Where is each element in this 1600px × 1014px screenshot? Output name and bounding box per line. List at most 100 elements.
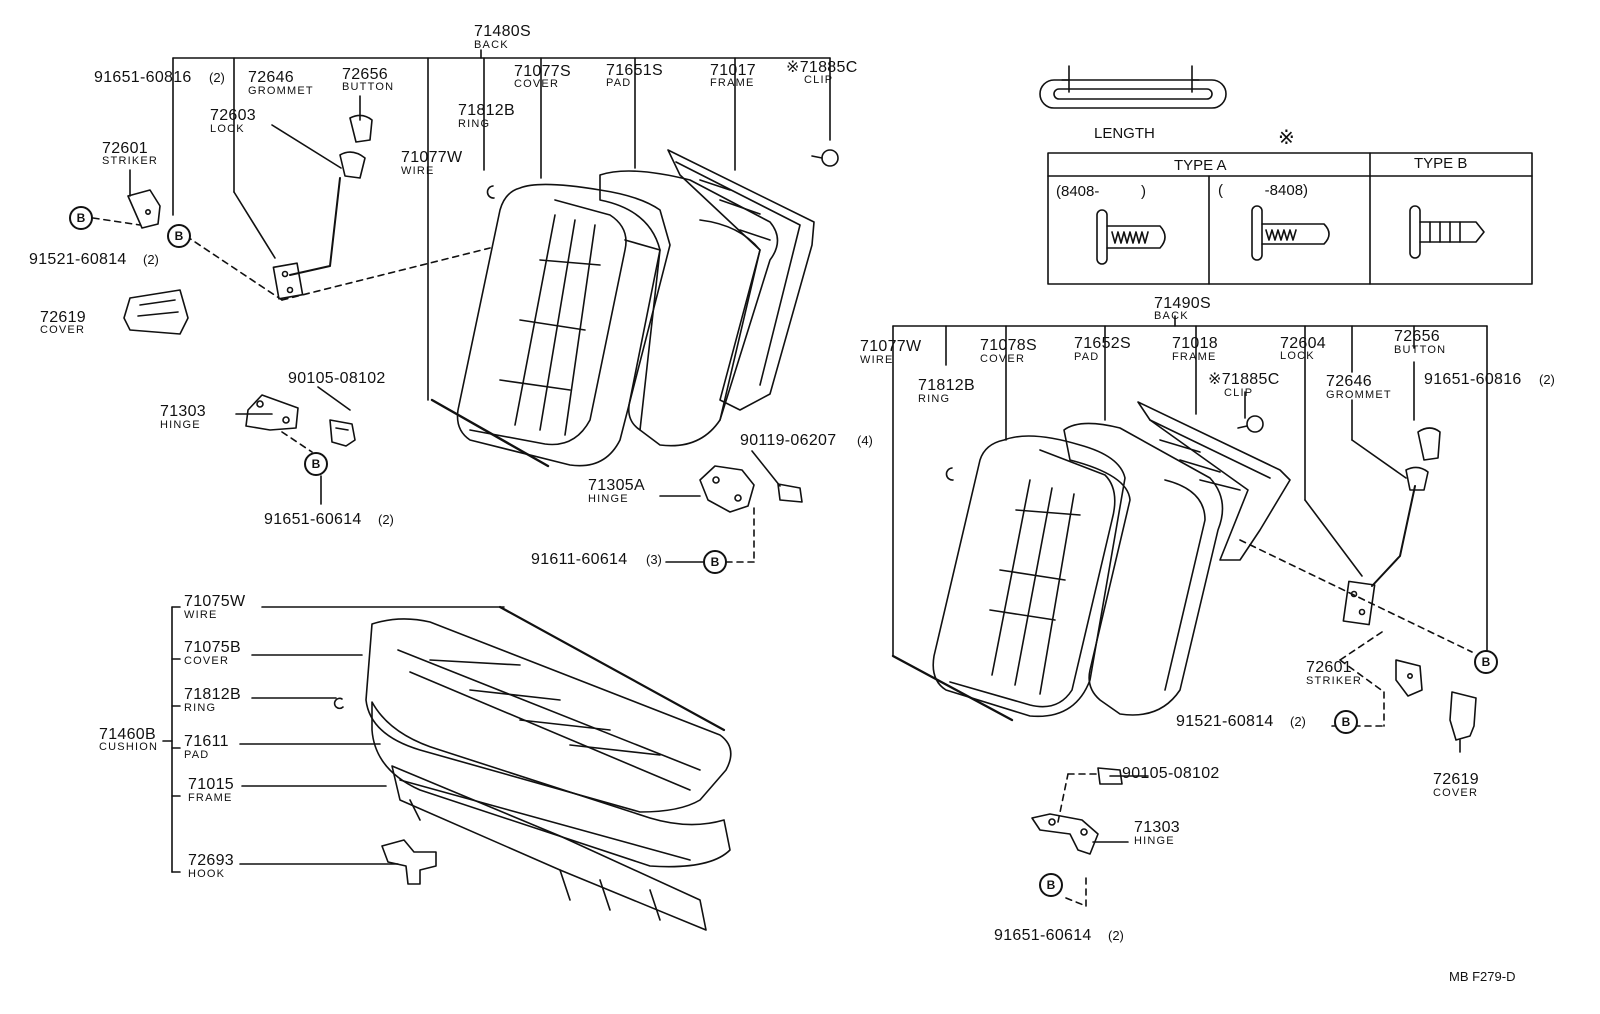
part-name: RING	[458, 118, 491, 130]
cover-72619-left	[123, 289, 189, 335]
part-name: RING	[918, 393, 951, 405]
part-name: PAD	[1074, 351, 1100, 363]
part-name: PAD	[184, 749, 210, 761]
part-name: GROMMET	[248, 85, 314, 97]
b-marker: B	[69, 206, 93, 230]
part-number: 71077S	[514, 63, 571, 80]
part-name: HINGE	[160, 419, 201, 431]
leader-lines-right	[1092, 361, 1461, 843]
part-qty: (2)	[378, 512, 394, 527]
part-number: ※71885C	[786, 59, 858, 76]
part-name: HOOK	[188, 868, 226, 880]
b-marker: B	[1039, 873, 1063, 897]
part-number: 71077W	[401, 149, 463, 166]
part-name: LOCK	[210, 123, 245, 135]
part-qty: (2)	[1539, 372, 1555, 387]
part-number: 72601	[1306, 659, 1352, 676]
part-name: COVER	[1433, 787, 1479, 799]
part-name: PAD	[606, 77, 632, 89]
part-qty: (2)	[143, 252, 159, 267]
part-name: FRAME	[188, 792, 233, 804]
part-number: 71652S	[1074, 335, 1131, 352]
part-number: 72646	[1326, 373, 1372, 390]
part-number: 72604	[1280, 335, 1326, 352]
clip-71885c-right	[1237, 415, 1264, 433]
part-number: 71075B	[184, 639, 241, 656]
part-number: 72656	[342, 66, 388, 83]
part-number: 72656	[1394, 328, 1440, 345]
part-number: 91651-60614	[264, 511, 362, 528]
part-number: 72619	[40, 309, 86, 326]
bolt-90105-left	[329, 419, 356, 447]
clip-71885c-left	[811, 149, 839, 167]
wire-right	[891, 654, 1014, 722]
bolt-90105-right	[1097, 767, 1123, 785]
b-marker: B	[1334, 710, 1358, 734]
bracket-right-back	[892, 315, 1488, 657]
part-number: 71611	[184, 733, 229, 750]
part-number: 71305A	[588, 477, 645, 494]
hinge-71303-left	[245, 394, 299, 431]
grommet-button-left	[339, 114, 373, 179]
bracket-cushion	[162, 606, 181, 873]
part-number: 71480S	[474, 23, 531, 40]
hinge-71303-right	[1031, 813, 1099, 855]
part-name: CLIP	[804, 74, 834, 86]
part-number: 71460B	[99, 726, 156, 743]
ring-left	[486, 185, 495, 199]
part-number: 72603	[210, 107, 256, 124]
clip-table	[1047, 152, 1533, 285]
ring-right	[945, 467, 954, 481]
bracket-left-back	[172, 49, 831, 401]
part-name: FRAME	[1172, 351, 1217, 363]
part-number: 91521-60814	[1176, 713, 1274, 730]
hinge-71305a	[699, 465, 755, 513]
part-name: WIRE	[860, 354, 894, 366]
part-number: 71018	[1172, 335, 1218, 352]
part-name: HINGE	[588, 493, 629, 505]
part-name: COVER	[980, 353, 1026, 365]
seat-back-right	[932, 401, 1291, 718]
part-name: CLIP	[1224, 387, 1254, 399]
part-qty: (4)	[857, 433, 873, 448]
part-number: 72693	[188, 852, 234, 869]
part-name: BACK	[1154, 310, 1189, 322]
part-name: COVER	[184, 655, 230, 667]
part-number: 71490S	[1154, 295, 1211, 312]
part-name: HINGE	[1134, 835, 1175, 847]
part-name: LOCK	[1280, 350, 1315, 362]
part-qty: (2)	[1108, 928, 1124, 943]
part-qty: (3)	[646, 552, 662, 567]
part-name: WIRE	[184, 609, 218, 621]
striker-left	[127, 189, 161, 229]
b-marker: B	[1474, 650, 1498, 674]
part-number: 91651-60614	[994, 927, 1092, 944]
grommet-button-right	[1405, 427, 1441, 491]
type-a-header: TYPE A	[1174, 157, 1227, 174]
clip-length-drawing	[1039, 65, 1227, 109]
part-number: 71651S	[606, 62, 663, 79]
reference-mark: ※	[1278, 127, 1295, 149]
part-number: ※71885C	[1208, 371, 1280, 388]
leader-lines-cushion	[239, 606, 505, 865]
part-name: WIRE	[401, 165, 435, 177]
part-name: FRAME	[710, 77, 755, 89]
cushion-drawing	[333, 605, 732, 931]
date-range-to: ( -8408)	[1218, 182, 1309, 199]
part-name: BUTTON	[1394, 344, 1447, 356]
clip-types	[1096, 205, 1485, 265]
part-name: COVER	[40, 324, 86, 336]
part-number: 90105-08102	[1122, 765, 1220, 782]
date-range-from: (8408- )	[1056, 183, 1147, 200]
part-number: 72646	[248, 69, 294, 86]
part-qty: (2)	[1290, 714, 1306, 729]
part-number: 71303	[160, 403, 206, 420]
part-number: 72601	[102, 140, 148, 157]
seat-back-left	[456, 149, 815, 467]
part-qty: (2)	[209, 70, 225, 85]
part-number: 91611-60614	[531, 551, 628, 568]
part-number: 91651-60816	[94, 69, 192, 86]
part-number: 71015	[188, 776, 234, 793]
part-name: BUTTON	[342, 81, 395, 93]
